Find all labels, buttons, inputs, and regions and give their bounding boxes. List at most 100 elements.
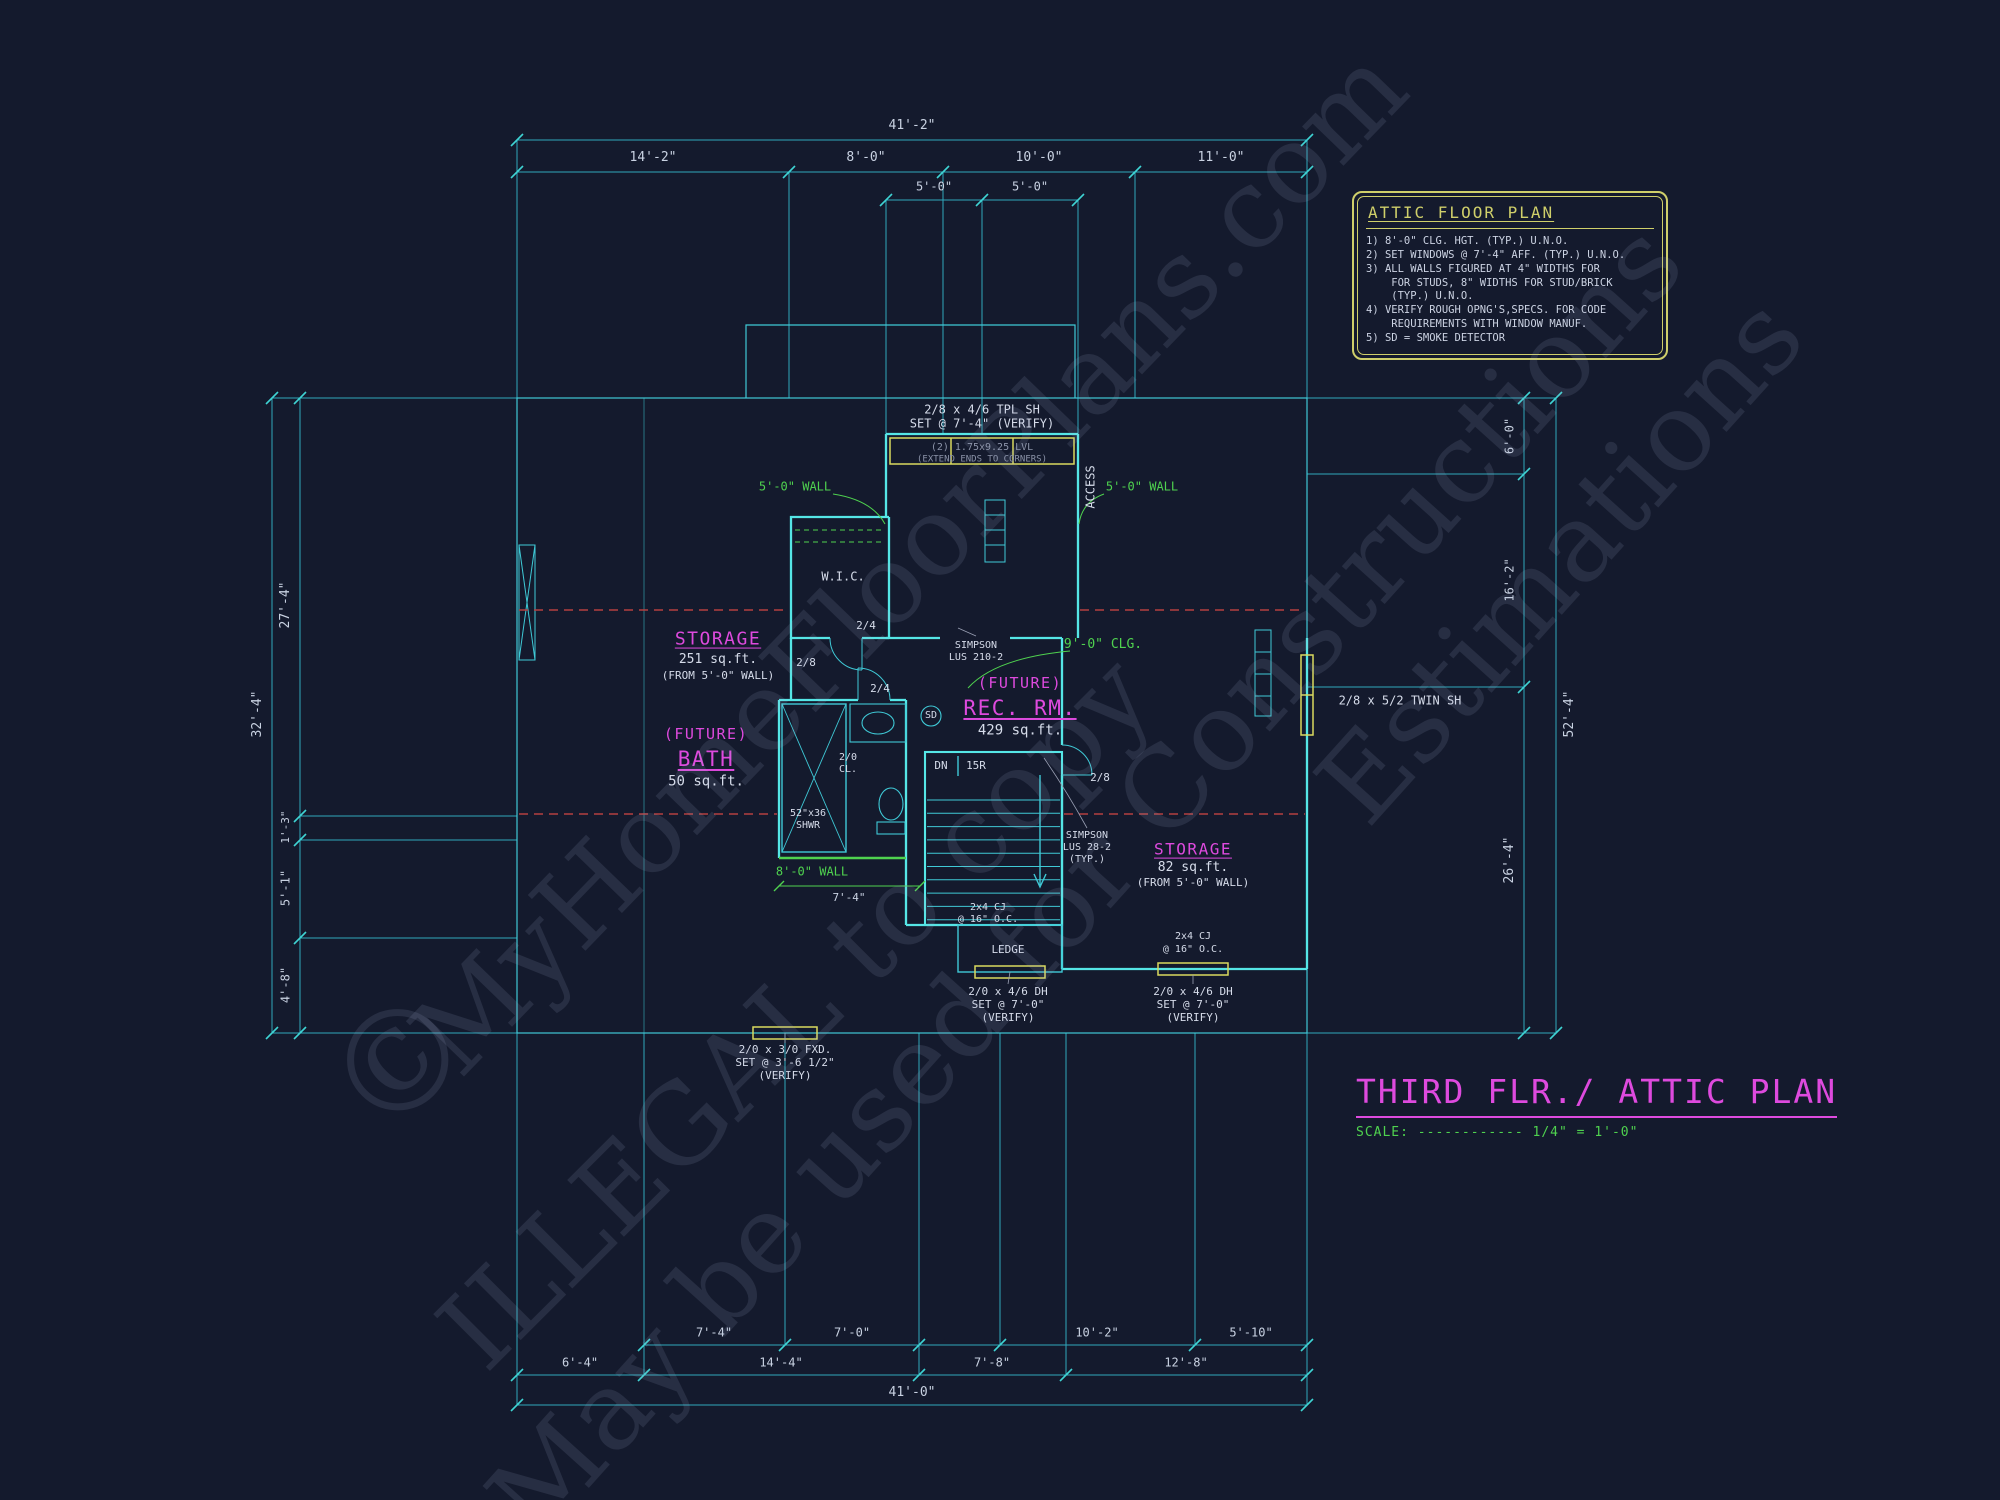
smoke-detector-icon [920,705,942,727]
dim-bot-d: 5'-10" [1229,1325,1273,1340]
notes-lines: 1) 8'-0" CLG. HGT. (TYP.) U.N.O.2) SET W… [1366,235,1654,346]
room-rec: REC. RM. [963,695,1077,720]
ann-cl-2: CL. [838,763,858,775]
dimension-ticks [265,133,1563,1412]
ann-lvl-2: (EXTEND ENDS TO CORNERS) [916,454,1048,465]
notes-box: ATTIC FLOOR PLAN 1) 8'-0" CLG. HGT. (TYP… [1352,191,1668,360]
note-line: 5) SD = SMOKE DETECTOR [1366,332,1506,345]
ann-wall5-right: 5'-0" WALL [1105,479,1179,494]
door-wic: 2/4 [856,619,876,633]
ann-fxd-2: SET @ 3'-6 1/2" [735,1056,835,1070]
ann-dh-left-3: (VERIFY) [981,1011,1035,1025]
notes-box-inner: ATTIC FLOOR PLAN 1) 8'-0" CLG. HGT. (TYP… [1357,196,1663,355]
ann-cj-left-1: 2x4 CJ [969,901,1007,913]
dim-bot-f: 14'-4" [759,1355,803,1370]
vanity-icon [849,703,907,743]
dim-bot-a: 7'-4" [695,1325,733,1340]
ann-wic: W.I.C. [821,569,865,584]
ann-sd: SD [924,709,938,721]
note-line: 1) 8'-0" CLG. HGT. (TYP.) U.N.O. [1366,235,1569,247]
dim-right-a: 6'-0" [1502,417,1517,455]
ann-tpl-window-1: 2/8 x 4/6 TPL SH [924,402,1040,417]
dim-right-outer: 52'-4" [1562,690,1578,738]
dim-left-outer: 32'-4" [250,690,266,738]
ann-cj-left-2: @ 16" O.C. [957,913,1019,925]
dim-bot-h: 12'-8" [1164,1355,1208,1370]
dim-top-5a: 5'-0" [915,179,953,194]
room-storage-left: STORAGE [674,628,762,650]
ann-tpl-window-2: SET @ 7'-4" (VERIFY) [909,416,1055,431]
dim-bot-e: 6'-4" [561,1355,599,1370]
note-line: (TYP.) U.N.O. [1366,290,1474,303]
room-storage-right-area: 82 sq.ft. [1157,860,1229,876]
dim-top-overall: 41'-2" [888,118,936,134]
note-line: 2) SET WINDOWS @ 7'-4" AFF. (TYP.) U.N.O… [1366,248,1626,261]
ann-access: ACCESS [1083,465,1098,509]
ann-lvl-1: (2) 1.75x9.25 LVL [930,441,1034,453]
dim-right-c: 26'-4" [1502,836,1518,884]
ann-dh-left-2: SET @ 7'-0" [971,998,1045,1012]
dim-left-a: 1'-3" [279,810,293,844]
page-title: THIRD FLR./ ATTIC PLAN [1356,1072,1838,1118]
ann-shwr-2: SHWR [795,819,821,831]
dim-bath: 7'-4" [832,891,866,905]
dim-bot-g: 7'-8" [973,1355,1011,1370]
dim-left-b: 5'-1" [278,869,293,907]
ann-cj-right-2: @ 16" O.C. [1162,943,1224,955]
ann-fxd-3: (VERIFY) [758,1069,812,1083]
kneewall-dashed-lines [519,609,1305,815]
dim-bot-c: 10'-2" [1075,1325,1119,1340]
room-bath: BATH [677,746,735,771]
ann-simpson28-3: (TYP.) [1068,853,1106,865]
ann-dh-right-2: SET @ 7'-0" [1156,998,1230,1012]
room-storage-right-note: (FROM 5'-0" WALL) [1136,876,1250,890]
toilet-icon [876,787,906,835]
green-walls-layer [773,493,1105,892]
dim-top-5b: 5'-0" [1011,179,1049,194]
ann-simpson210-1: SIMPSON [954,639,998,651]
dimensions-layer [265,133,1563,1412]
notes-title: ATTIC FLOOR PLAN [1366,201,1654,229]
ann-simpson210-2: LUS 210-2 [948,651,1004,663]
ann-wall5-left: 5'-0" WALL [758,479,832,494]
room-bath-area: 50 sq.ft. [668,773,744,790]
ann-cj-right-1: 2x4 CJ [1174,930,1212,942]
walls-layer [777,432,1309,971]
ann-dn: DN [934,759,948,773]
ann-dh-left-1: 2/0 x 4/6 DH [968,985,1048,999]
note-line: FOR STUDS, 8" WIDTHS FOR STUD/BRICK [1366,276,1613,289]
plan-scale: SCALE: ------------ 1/4" = 1'-0" [1356,1125,1639,1140]
dim-top-2: 8'-0" [846,150,886,166]
ann-ledge: LEDGE [991,943,1025,957]
ann-dh-right-3: (VERIFY) [1166,1011,1220,1025]
title-block: THIRD FLR./ ATTIC PLAN SCALE: ----------… [1356,1072,1838,1140]
dim-left-upper: 27'-4" [278,581,294,629]
dim-top-1: 14'-2" [629,150,677,166]
dim-left-c: 4'-8" [278,966,293,1004]
ann-fxd-1: 2/0 x 3/0 FXD. [738,1043,832,1057]
dim-right-b: 16'-2" [1502,558,1517,602]
dim-bot-b: 7'-0" [833,1325,871,1340]
stair-arrow-icon [957,756,1047,889]
room-storage-left-area: 251 sq.ft. [678,652,758,668]
leader-lines [784,627,1194,1043]
ann-simpson28-2: LUS 28-2 [1062,841,1112,853]
shower-icon [781,703,847,853]
ann-simpson28-1: SIMPSON [1065,829,1109,841]
note-line: REQUIREMENTS WITH WINDOW MANUF. [1366,318,1588,331]
door-swings [829,637,1093,776]
note-line: 4) VERIFY ROUGH OPNG'S,SPECS. FOR CODE [1366,304,1607,317]
ann-15r: 15R [966,759,986,773]
room-storage-right: STORAGE [1154,839,1232,859]
ann-twin-window: 2/8 x 5/2 TWIN SH [1338,693,1462,708]
dim-top-3: 10'-0" [1015,150,1063,166]
note-line: 3) ALL WALLS FIGURED AT 4" WIDTHS FOR [1366,262,1600,275]
door-storage: 2/8 [796,656,816,670]
dim-top-4: 11'-0" [1197,150,1245,166]
ann-wall8: 8'-0" WALL [775,864,849,879]
structural-posts [518,499,1272,717]
stair-treads [927,799,1060,921]
ann-clg: 9'-0" CLG. [1063,637,1143,653]
